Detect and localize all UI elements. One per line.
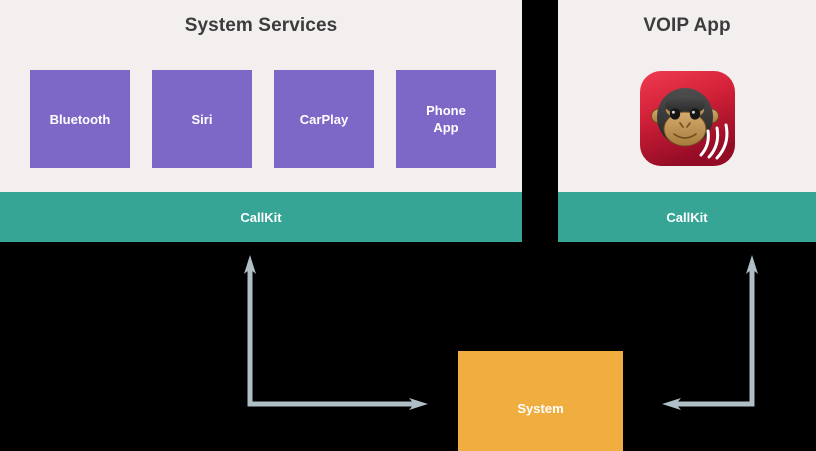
system-box[interactable]: System [458,351,623,451]
callkit-bar-voip-app[interactable]: CallKit [558,192,816,242]
service-box-carplay[interactable]: CarPlay [274,70,374,168]
system-box-label: System [517,401,564,416]
service-box-bluetooth[interactable]: Bluetooth [30,70,130,168]
callkit-label: CallKit [240,209,282,225]
service-box-siri[interactable]: Siri [152,70,252,168]
service-box-label: Bluetooth [49,111,111,127]
voip-app-title: VOIP App [643,15,731,36]
callkit-label: CallKit [666,209,708,225]
voip-monkey-app-icon[interactable] [639,67,736,170]
system-services-panel: System Services Bluetooth Siri CarPlay P… [0,0,522,192]
callkit-bar-system-services[interactable]: CallKit [0,192,522,242]
connector-voip-to-system [662,255,758,410]
connector-system-services-to-system [244,255,428,410]
system-services-title: System Services [184,15,338,36]
service-box-label: CarPlay [299,111,349,127]
service-box-label: Siri [191,111,213,127]
